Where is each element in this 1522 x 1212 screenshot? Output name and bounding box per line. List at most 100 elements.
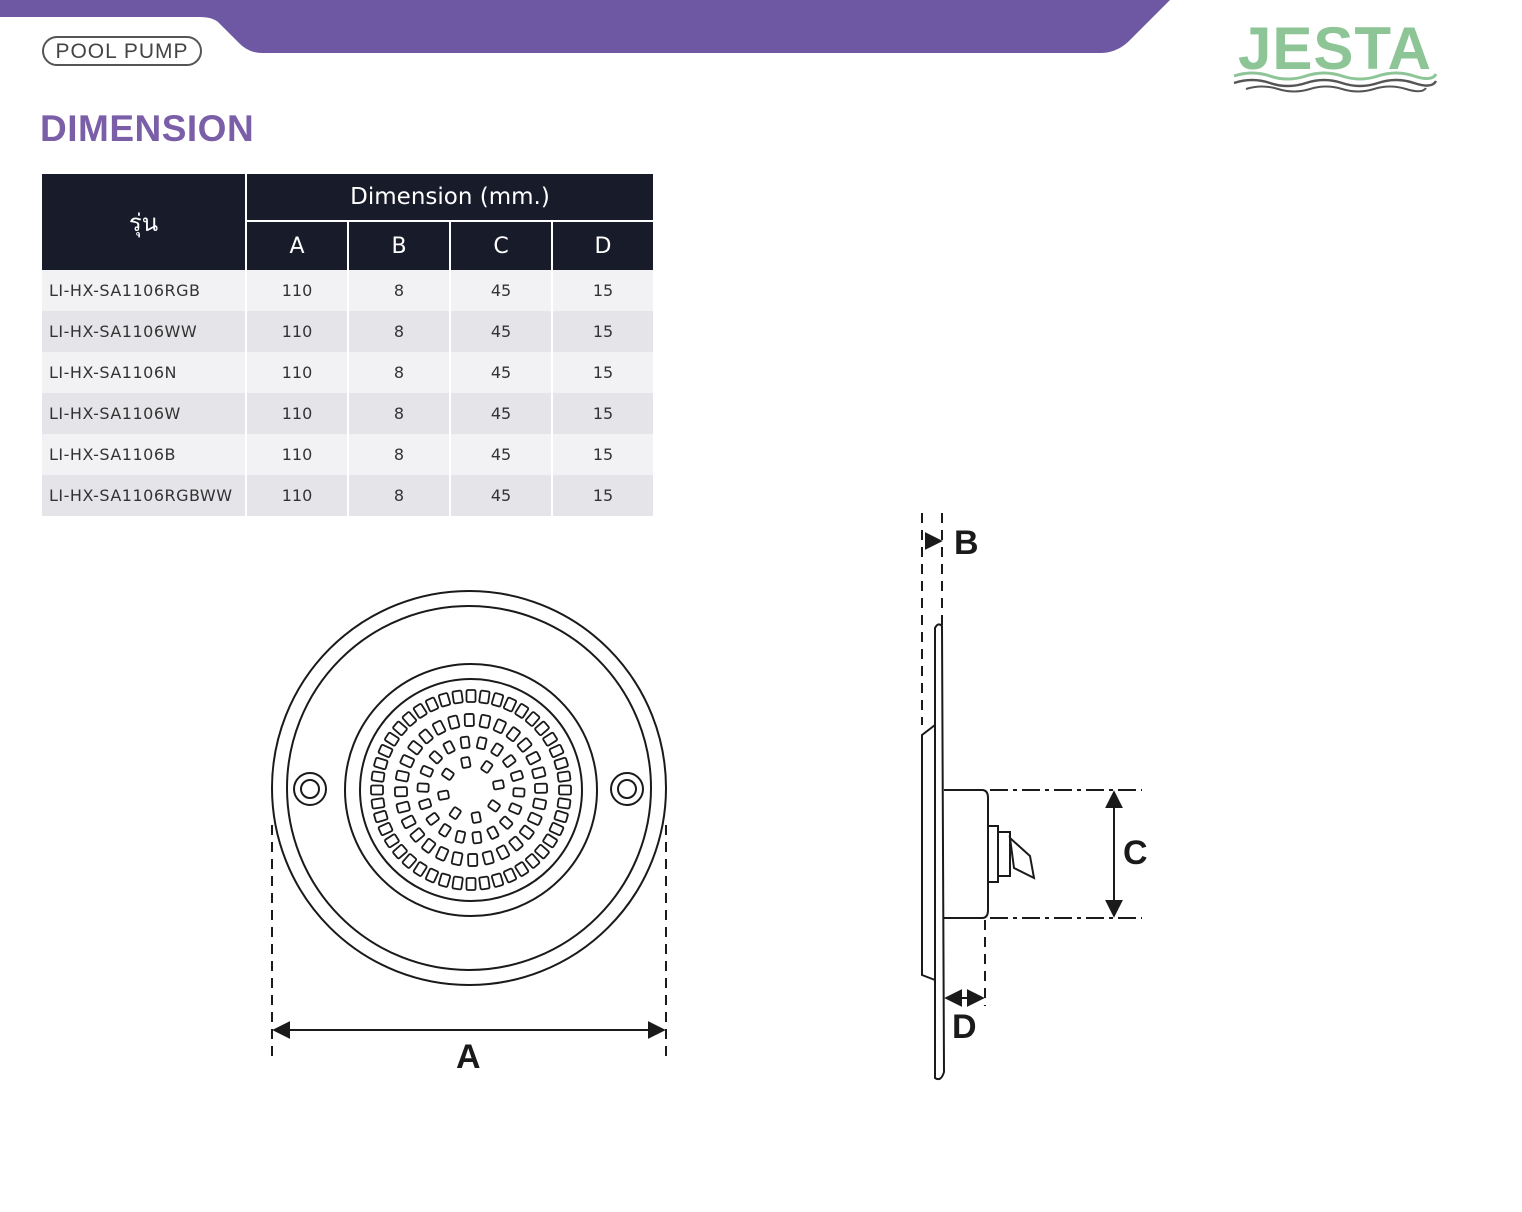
model-cell: LI-HX-SA1106N	[42, 352, 247, 393]
led-hole	[373, 809, 389, 824]
led-hole	[525, 750, 542, 766]
value-d-cell: 15	[552, 311, 653, 352]
led-hole	[478, 689, 491, 705]
led-hole	[428, 750, 443, 765]
header-band	[0, 0, 1170, 53]
front-view	[271, 590, 667, 1058]
led-hole	[394, 769, 410, 783]
led-hole	[486, 825, 500, 840]
value-d-cell: 15	[552, 270, 653, 311]
led-hole	[490, 692, 505, 708]
led-hole	[384, 731, 400, 747]
led-hole	[400, 814, 417, 830]
value-c-cell: 45	[450, 311, 553, 352]
led-hole	[470, 811, 482, 824]
led-hole	[492, 779, 505, 791]
screw-left-icon	[293, 772, 327, 806]
led-hole	[392, 720, 408, 737]
dimension-b-label: B	[954, 524, 979, 562]
dimension-a-label: A	[456, 1038, 481, 1076]
led-hole	[542, 731, 558, 747]
value-b-cell: 8	[348, 475, 451, 516]
led-hole	[384, 833, 400, 849]
led-hole	[542, 833, 558, 849]
model-cell: LI-HX-SA1106RGB	[42, 270, 247, 311]
dimension-c-label: C	[1123, 834, 1148, 872]
led-hole	[431, 719, 447, 736]
value-a-cell: 110	[246, 434, 349, 475]
dimension-group-header: Dimension (mm.)	[246, 174, 653, 222]
column-header-a: A	[246, 221, 349, 270]
led-hole	[531, 766, 547, 780]
led-hole	[437, 692, 452, 708]
screw-right-icon	[610, 772, 644, 806]
led-hole	[478, 713, 492, 729]
led-hole	[401, 711, 418, 727]
led-hole	[556, 770, 572, 783]
value-d-cell: 15	[552, 352, 653, 393]
led-hole	[490, 742, 504, 757]
led-hole	[447, 714, 461, 730]
led-hole	[416, 782, 430, 793]
led-hole	[487, 799, 501, 813]
led-hole	[532, 797, 548, 811]
value-a-cell: 110	[246, 270, 349, 311]
led-hole	[499, 815, 514, 830]
table-row: LI-HX-SA1106RGB 110 8 45 15	[42, 270, 653, 311]
led-hole	[425, 867, 439, 884]
led-hole	[478, 875, 491, 891]
led-hole	[419, 765, 434, 778]
model-cell: LI-HX-SA1106WW	[42, 311, 247, 352]
led-hole	[534, 720, 550, 737]
table-row: LI-HX-SA1106WW 110 8 45 15	[42, 311, 653, 352]
led-hole	[524, 853, 541, 869]
model-cell: LI-HX-SA1106RGBWW	[42, 475, 247, 516]
led-hole	[508, 835, 524, 852]
led-hole	[514, 861, 530, 877]
value-d-cell: 15	[552, 475, 653, 516]
brand-name: JESTA	[1238, 15, 1432, 82]
led-hole	[556, 797, 572, 810]
led-hole	[451, 689, 464, 705]
led-hole	[459, 735, 471, 750]
table-row: LI-HX-SA1106B 110 8 45 15	[42, 434, 653, 475]
led-hole	[373, 756, 389, 771]
led-hole	[421, 838, 437, 854]
led-hole	[441, 767, 455, 781]
value-a-cell: 110	[246, 311, 349, 352]
model-header: รุ่น	[42, 174, 247, 270]
value-d-cell: 15	[552, 393, 653, 434]
dimension-d-label: D	[952, 1008, 977, 1046]
value-c-cell: 45	[450, 393, 553, 434]
led-hole	[519, 824, 535, 840]
value-c-cell: 45	[450, 270, 553, 311]
led-hole	[437, 872, 452, 888]
value-b-cell: 8	[348, 393, 451, 434]
led-hole	[492, 718, 507, 734]
category-badge: POOL PUMP	[42, 36, 202, 66]
led-hole	[495, 844, 511, 861]
led-hole	[548, 744, 565, 758]
led-hole	[412, 703, 428, 719]
value-b-cell: 8	[348, 352, 451, 393]
led-hole	[425, 812, 440, 826]
led-hole	[370, 784, 384, 796]
value-b-cell: 8	[348, 311, 451, 352]
led-hole	[467, 853, 479, 867]
led-hole	[399, 754, 415, 769]
led-hole	[465, 689, 477, 703]
led-hole	[481, 850, 495, 866]
model-cell: LI-HX-SA1106B	[42, 434, 247, 475]
model-cell: LI-HX-SA1106W	[42, 393, 247, 434]
table-row: LI-HX-SA1106N 110 8 45 15	[42, 352, 653, 393]
led-hole	[454, 829, 467, 844]
value-a-cell: 110	[246, 393, 349, 434]
led-hole	[509, 769, 524, 782]
value-c-cell: 45	[450, 475, 553, 516]
led-hole	[425, 696, 439, 713]
led-hole	[534, 782, 548, 794]
led-hole	[395, 800, 411, 814]
led-hole	[471, 830, 483, 845]
led-hole	[409, 827, 426, 843]
led-hole	[475, 736, 488, 751]
